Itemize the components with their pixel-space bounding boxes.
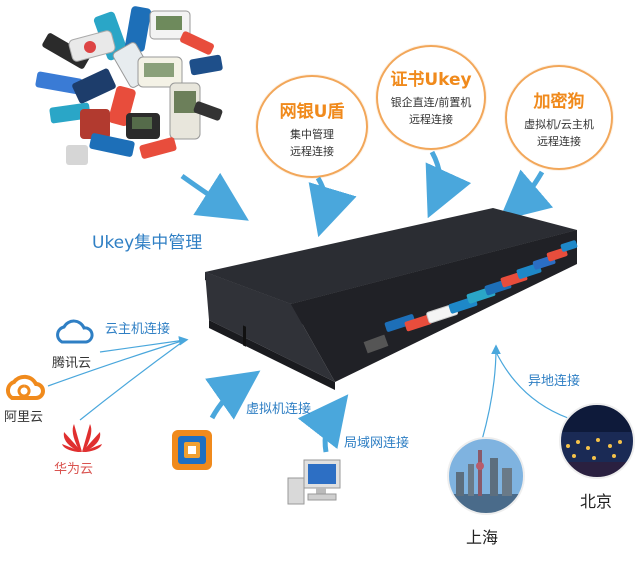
lan-connection-label: 局域网连接: [344, 436, 410, 451]
arrow-vm: [205, 370, 261, 420]
aliyun-label: 阿里云: [4, 410, 44, 425]
arrow-bubble-1: [308, 176, 357, 238]
bubble-title: 网银U盾: [279, 102, 345, 122]
line-aliyun: [47, 339, 186, 387]
bubble-dongle: 加密狗 虚拟机/云主机 远程连接: [505, 65, 613, 170]
tencent-cloud-label: 腾讯云: [52, 356, 92, 371]
huawei-cloud-label: 华为云: [54, 462, 94, 477]
computer-icon: [287, 459, 341, 505]
tencent-cloud-logo-icon: [56, 319, 94, 344]
bubble-line: 银企直连/前置机: [390, 96, 472, 109]
cloud-connection-label: 云主机连接: [105, 322, 171, 337]
bubble-line: 远程连接: [409, 113, 453, 126]
usb-keys-pile-icon: [35, 6, 223, 165]
vmware-logo-icon: [172, 430, 212, 470]
line-tencent: [99, 336, 189, 353]
bubble-title: 加密狗: [533, 92, 585, 112]
shanghai-label: 上海: [466, 528, 499, 547]
server-rack-icon: [205, 208, 578, 390]
arrow-bubble-3: [498, 169, 554, 222]
beijing-photo-icon: [559, 403, 635, 479]
vm-connection-label: 虚拟机连接: [246, 402, 312, 417]
bubble-title: 证书Ukey: [390, 70, 472, 90]
remote-connection-label: 异地连接: [528, 374, 581, 389]
line-huawei: [79, 339, 186, 421]
arrow-usb: [180, 172, 249, 221]
arrow-bubble-2: [425, 150, 472, 219]
bubble-line: 虚拟机/云主机: [524, 118, 594, 131]
bubble-cert-ukey: 证书Ukey 银企直连/前置机 远程连接: [376, 45, 486, 150]
page-title: Ukey集中管理: [92, 233, 203, 253]
bubble-line: 远程连接: [537, 135, 581, 148]
huawei-logo-icon: [62, 424, 102, 452]
beijing-label: 北京: [580, 492, 613, 511]
shanghai-photo-icon: [447, 437, 525, 515]
line-shanghai: [481, 344, 501, 441]
line-beijing: [495, 351, 569, 419]
arrow-lan: [297, 394, 349, 453]
bubble-line: 集中管理: [290, 128, 334, 141]
bubble-line: 远程连接: [290, 145, 334, 158]
aliyun-logo-icon: [6, 374, 45, 400]
bubble-bank-ushield: 网银U盾 集中管理 远程连接: [256, 75, 368, 178]
